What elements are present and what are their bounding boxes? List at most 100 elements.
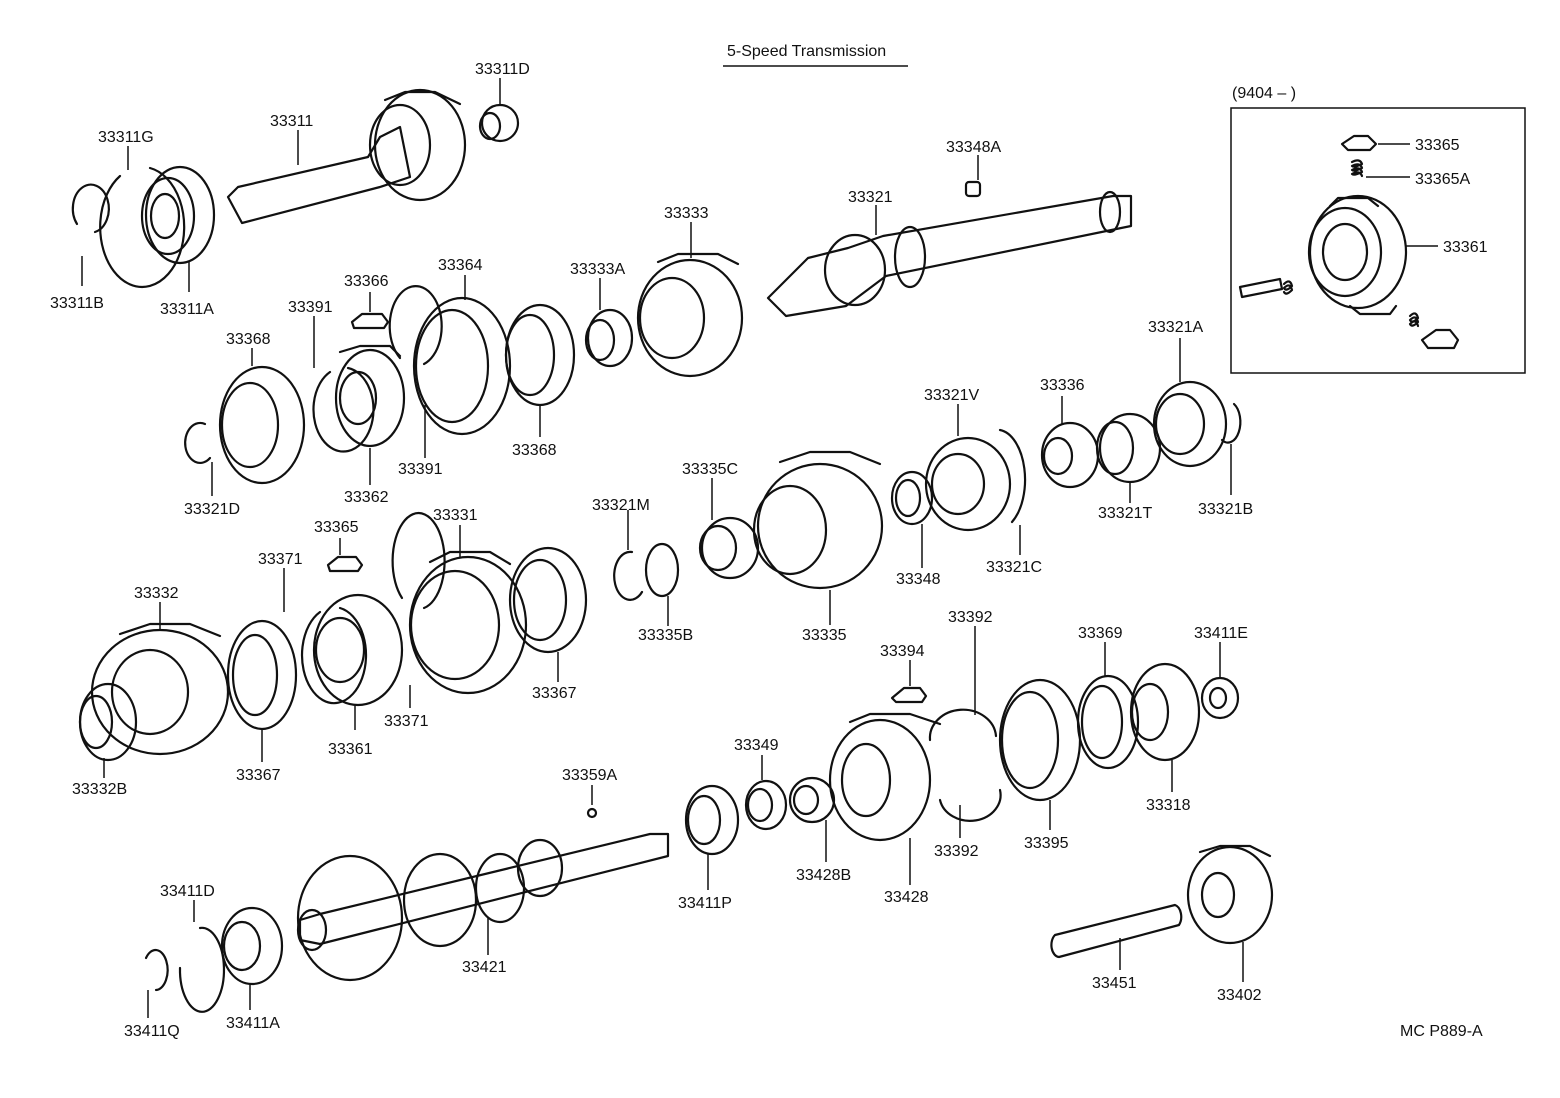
- label-33411Q: 33411Q: [124, 1023, 180, 1040]
- part-bearing-33311A: [140, 165, 216, 265]
- label-33348: 33348: [896, 571, 941, 588]
- label-33311D: 33311D: [475, 61, 530, 78]
- part-spring-33391b: [388, 285, 443, 366]
- label-33349: 33349: [734, 737, 779, 754]
- label-33368-left: 33368: [226, 331, 271, 348]
- part-washer-33335B: [644, 542, 680, 598]
- label-33321V: 33321V: [924, 387, 979, 404]
- part-snap-ring-33311G: [99, 166, 186, 289]
- label-33368-right: 33368: [512, 442, 557, 459]
- part-gear-33428: [828, 712, 942, 842]
- label-33331: 33331: [433, 507, 478, 524]
- label-33321D: 33321D: [184, 501, 240, 518]
- label-33391-top: 33391: [288, 299, 333, 316]
- label-33365: 33365: [314, 519, 359, 536]
- part-gear-33332: [90, 622, 230, 756]
- part-labels: 33311D 33311G 33311 33348A 33321 33333 3…: [50, 61, 1262, 1040]
- inset-hub-part: [1307, 194, 1438, 316]
- figure-code: MC P889-A: [1400, 1023, 1483, 1040]
- label-33361: 33361: [328, 741, 373, 758]
- label-33311: 33311: [270, 113, 313, 130]
- label-33321B: 33321B: [1198, 501, 1253, 518]
- part-spring-33371b: [391, 512, 446, 610]
- part-key-33366: [350, 312, 390, 330]
- part-needle-bearing-33333A: [584, 308, 634, 368]
- label-33367-right: 33367: [532, 685, 577, 702]
- part-washer-33348: [890, 470, 934, 526]
- label-33335C: 33335C: [682, 461, 738, 478]
- label-33395: 33395: [1024, 835, 1069, 852]
- inset-panel: (9404 – ) 33365 33365A: [1230, 85, 1526, 374]
- label-33321C: 33321C: [986, 559, 1042, 576]
- part-spring-33371a: [300, 606, 368, 705]
- part-key-33394: [890, 686, 928, 704]
- part-spring-33391a: [312, 366, 375, 453]
- label-33402: 33402: [1217, 987, 1262, 1004]
- part-bearing-33321V: [924, 436, 1012, 532]
- part-nut-33411E: [1200, 676, 1240, 720]
- part-counter-gear-33421: [296, 832, 670, 982]
- part-snap-ring-33311B: [71, 183, 110, 234]
- label-33366: 33366: [344, 273, 389, 290]
- label-33318: 33318: [1146, 797, 1191, 814]
- part-sync-ring-33368b: [504, 303, 576, 407]
- inset-spring-part: [1350, 159, 1410, 178]
- part-snap-ring-33321C: [998, 428, 1027, 524]
- part-gear-33402: [1186, 844, 1274, 945]
- inset-label-33365A: 33365A: [1415, 171, 1470, 188]
- part-spring-33392b: [938, 788, 1002, 822]
- part-snap-ring-33411Q: [144, 948, 169, 992]
- part-sync-ring-33368a: [218, 365, 306, 485]
- inset-key-part: [1340, 134, 1410, 152]
- label-33428: 33428: [884, 889, 929, 906]
- part-needle-bearing-33311D: [478, 103, 520, 143]
- label-33336: 33336: [1040, 377, 1085, 394]
- part-key-33365: [326, 555, 364, 573]
- label-33335B: 33335B: [638, 627, 693, 644]
- label-33332B: 33332B: [72, 781, 127, 798]
- label-33411P: 33411P: [678, 895, 732, 912]
- part-sleeve-33395: [998, 678, 1082, 802]
- part-sleeve-33331: [408, 550, 528, 695]
- label-33451: 33451: [1092, 975, 1137, 992]
- diagram-title: 5-Speed Transmission: [727, 43, 886, 60]
- label-33391-bottom: 33391: [398, 461, 443, 478]
- part-sync-ring-33367b: [226, 619, 298, 731]
- label-33428B: 33428B: [796, 867, 851, 884]
- part-snap-ring-33321B: [1220, 402, 1242, 444]
- label-33335: 33335: [802, 627, 847, 644]
- label-33321A: 33321A: [1148, 319, 1203, 336]
- part-gear-33318: [1129, 662, 1201, 762]
- label-33311B: 33311B: [50, 295, 104, 312]
- label-33371-bottom: 33371: [384, 713, 429, 730]
- part-needle-bearing-33335C: [698, 516, 760, 580]
- part-input-shaft: [226, 88, 467, 225]
- label-33332: 33332: [134, 585, 179, 602]
- part-spring-33392a: [928, 708, 998, 742]
- label-33321T: 33321T: [1098, 505, 1152, 522]
- part-ball-33359A: [586, 807, 598, 819]
- part-shaft-33451: [1050, 903, 1183, 959]
- label-33394: 33394: [880, 643, 925, 660]
- label-33392-top: 33392: [948, 609, 993, 626]
- part-hub-33361: [312, 593, 404, 707]
- part-spacer-33321T: [1095, 412, 1162, 484]
- part-bearing-33411P: [684, 784, 740, 856]
- label-33359A: 33359A: [562, 767, 617, 784]
- inset-date-label: (9404 – ): [1232, 85, 1296, 102]
- label-33311A: 33311A: [160, 301, 214, 318]
- label-33333A: 33333A: [570, 261, 625, 278]
- part-gear-33333: [636, 252, 744, 378]
- inset-label-33361: 33361: [1443, 239, 1488, 256]
- label-33392-bottom: 33392: [934, 843, 979, 860]
- label-33411D: 33411D: [160, 883, 215, 900]
- label-33371-top: 33371: [258, 551, 303, 568]
- part-washer-33349: [744, 779, 788, 831]
- inset-pin-part: [1238, 277, 1460, 350]
- label-33369: 33369: [1078, 625, 1123, 642]
- label-33321M: 33321M: [592, 497, 650, 514]
- label-33321: 33321: [848, 189, 893, 206]
- label-33348A: 33348A: [946, 139, 1001, 156]
- part-sync-ring-33367a: [508, 546, 588, 654]
